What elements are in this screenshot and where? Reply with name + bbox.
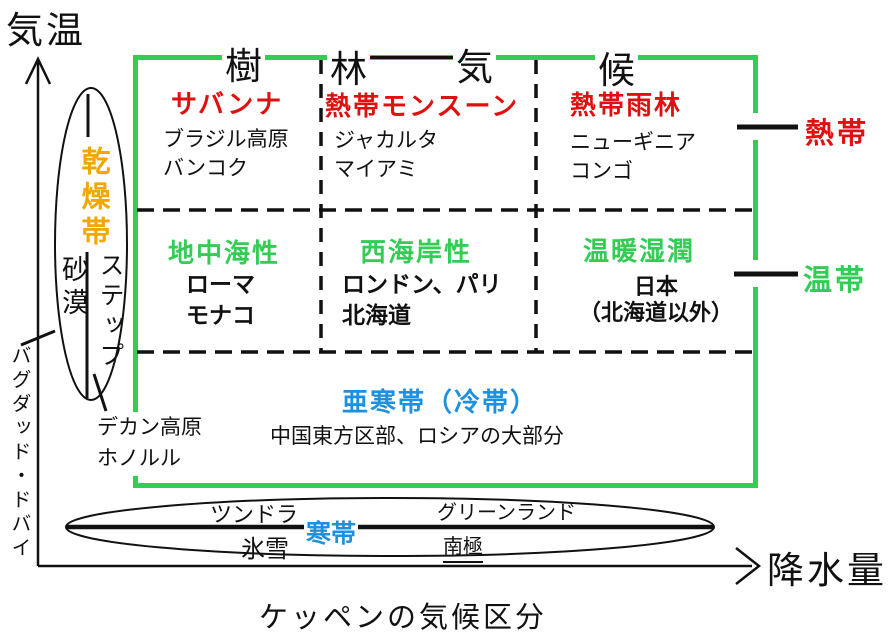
west-coast-city-2: 北海道 [342,302,411,328]
mediterranean-cities: ローマ モナコ [186,269,255,331]
west-coast-city-1: ロンドン、パリ [342,271,502,297]
monsoon-cities: ジャカルタ マイアミ [334,126,438,184]
subarctic-cities: 中国東方区部、ロシアの大部分 [270,425,564,448]
rainforest-city-2: コンゴ [570,160,633,183]
steppe-cities-leader-line [92,373,108,412]
tundra-label: ツンドラ [210,502,299,527]
steppe-city-2: ホノルル [97,447,181,470]
mediterranean-city-1: ローマ [186,271,255,297]
west-coast-cities: ロンドン、パリ 北海道 [342,269,502,331]
steppe-cities: デカン高原 ホノルル [97,412,205,476]
y-axis-label: 気温 [6,10,86,51]
x-axis-label: 降水量 [767,550,887,591]
steppe-label: ステップ [96,252,124,372]
monsoon-city-1: ジャカルタ [334,129,438,152]
polar-zone-title: 寒帯 [304,514,359,550]
mediterranean-city-2: モナコ [186,302,255,328]
y-axis-arrow-icon [24,56,52,85]
monsoon-city-2: マイアミ [334,158,418,181]
desert-cities: バグダッド・ドバイ [8,345,30,561]
desert-label: 砂漠 [58,255,88,321]
subarctic-title: 亜寒帯（冷帯） [342,387,539,417]
tropical-zone-label: 熱帯 [805,118,870,150]
forest-band-char-2: 林 [327,39,370,93]
forest-band-char-3: 気 [453,37,496,91]
temperate-zone-label: 温帯 [803,265,868,297]
savanna-title: サバンナ [171,89,284,119]
polar-zone-ellipse [65,497,715,557]
rainforest-title: 熱帯雨林 [570,90,683,120]
tundra-city: グリーンランド [437,496,576,529]
forest-band-char-4: 候 [595,40,638,94]
humid-subtropical-title: 温暖湿潤 [583,236,696,266]
ice-city: 南極 [443,530,483,563]
steppe-city-1: デカン高原 [97,416,202,439]
savanna-city-1: ブラジル高原 [163,128,289,151]
dry-zone-ellipse [54,87,128,401]
humid-subtropical-city-2: （北海道以外） [578,300,733,325]
diagram-caption: ケッペンの気候区分 [259,602,548,634]
savanna-city-2: バンコク [163,157,249,180]
desert-cities-leader-line [20,329,56,347]
humid-subtropical-cities: 日本 （北海道以外） [577,274,735,326]
dry-zone-title: 乾燥帯 [77,146,109,251]
humid-subtropical-city-1: 日本 [633,274,678,299]
mediterranean-title: 地中海性 [168,238,281,268]
forest-band-char-1: 樹 [222,36,265,90]
rainforest-city-1: ニューギニア [570,131,696,154]
rainforest-cities: ニューギニア コンゴ [570,128,696,186]
west-coast-title: 西海岸性 [360,237,473,267]
monsoon-title: 熱帯モンスーン [325,91,520,121]
x-axis-arrow-icon [735,547,762,585]
ice-label: 氷雪 [241,536,289,563]
savanna-cities: ブラジル高原 バンコク [163,125,289,183]
